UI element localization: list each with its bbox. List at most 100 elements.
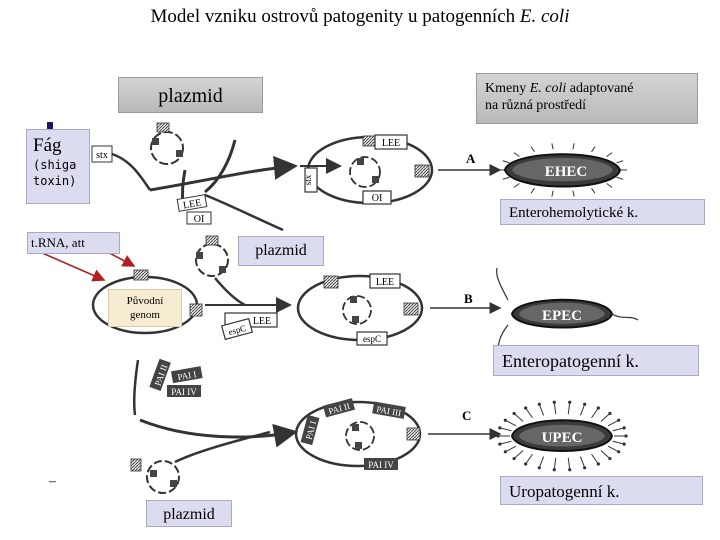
ehec-spike xyxy=(606,183,613,188)
epec-label: EPEC xyxy=(542,308,582,324)
pilus-line xyxy=(553,457,557,470)
stx-label: stx xyxy=(96,150,108,161)
enteropatogenni-text: Enteropatogenní k. xyxy=(502,351,639,371)
toxin-text: toxin) xyxy=(33,174,77,188)
pilus-line xyxy=(538,404,545,416)
pai-i-label-1: PAI I xyxy=(177,369,197,382)
kmeny-text-line2: na různá prostředí xyxy=(485,98,587,113)
dash-mark: – xyxy=(49,474,56,490)
pilus-line xyxy=(538,456,545,468)
lee-label-a: LEE xyxy=(382,138,400,149)
pilus-line xyxy=(513,450,524,459)
pilus-line xyxy=(567,457,571,470)
ehec-spike xyxy=(572,190,575,197)
upec-cell: UPEC xyxy=(496,400,628,472)
plazmid-mid-text: plazmid xyxy=(255,242,307,259)
title-italic-text: E. coli xyxy=(519,6,570,27)
enteropatogenni-label: Enteropatogenní k. xyxy=(493,345,699,376)
pilus-line xyxy=(607,419,619,427)
oi-label-1: OI xyxy=(194,214,205,225)
fag-label: Fág (shiga toxin) xyxy=(26,129,90,204)
pilus-line xyxy=(525,407,533,419)
phage-group: stx LEE OI xyxy=(91,122,342,232)
pilus-line xyxy=(579,456,586,468)
kmeny-text-a: Kmeny xyxy=(485,81,530,96)
ehec-spike xyxy=(606,152,613,157)
pai-iii-label-c: PAI III xyxy=(376,404,402,418)
ehec-spike xyxy=(616,176,624,180)
uropatogenni-text: Uropatogenní k. xyxy=(509,482,620,501)
pilus-line xyxy=(612,427,625,432)
plazmid-bottom-text: plazmid xyxy=(163,506,215,523)
ehec-spike xyxy=(502,160,510,164)
pilus-line xyxy=(499,427,512,432)
red-arrow-1 xyxy=(39,251,106,282)
plazmid-top-text: plazmid xyxy=(158,85,223,107)
pai-ii-label-c: PAI II xyxy=(327,401,351,416)
pilus-line xyxy=(591,407,599,419)
genome-c: PAI II PAI III PAI I PAI IV C xyxy=(294,398,502,470)
espc-label-1: espC xyxy=(227,323,247,337)
ehec-spike xyxy=(530,146,535,153)
pai-i-label-c: PAI I xyxy=(304,420,319,441)
title-text: Model vzniku ostrovů patogenity u patoge… xyxy=(150,6,520,27)
pilus-line xyxy=(612,440,625,445)
enterohemolyticke-label: Enterohemolytické k. xyxy=(500,199,705,225)
ehec-spike xyxy=(591,146,596,153)
trna-text: t.RNA, att xyxy=(31,235,85,250)
ehec-spike xyxy=(513,152,520,157)
pilus-line xyxy=(607,445,619,453)
plasmid-mid-group xyxy=(195,235,246,307)
stx-label-a: stx xyxy=(303,174,313,185)
kmeny-label: Kmeny E. coli adaptované na různá prostř… xyxy=(476,73,698,124)
lee-label-1: LEE xyxy=(182,197,202,211)
puvodni-text: Původní xyxy=(126,295,164,307)
ehec-spike xyxy=(513,183,520,188)
ehec-spike xyxy=(551,190,554,197)
fag-text: Fág xyxy=(33,135,62,156)
pilus-line xyxy=(505,419,517,427)
original-genome: LEE espC xyxy=(91,269,292,341)
pilus-line xyxy=(600,413,611,422)
uropatogenni-label: Uropatogenní k. xyxy=(500,476,703,505)
trna-label: t.RNA, att xyxy=(27,232,120,254)
lee-label-2: LEE xyxy=(253,316,271,327)
enterohemolyticke-text: Enterohemolytické k. xyxy=(509,205,639,221)
genom-text: genom xyxy=(130,309,160,321)
lee-label-b: LEE xyxy=(376,277,394,288)
page-title: Model vzniku ostrovů patogenity u patoge… xyxy=(0,6,720,28)
pilus-line xyxy=(553,402,557,415)
upec-label: UPEC xyxy=(542,430,583,446)
ehec-label: EHEC xyxy=(545,164,588,180)
letter-b: B xyxy=(464,291,473,306)
plazmid-mid-label: plazmid xyxy=(238,236,324,266)
dash-text: – xyxy=(49,474,56,489)
pai-ii-label-1: PAI II xyxy=(153,363,170,387)
pilus-line xyxy=(525,453,533,465)
pilus-line xyxy=(579,404,586,416)
plazmid-bottom-label: plazmid xyxy=(146,500,232,527)
pilus-line xyxy=(600,450,611,459)
genome-b: LEE espC B xyxy=(296,273,502,346)
ehec-spike xyxy=(551,143,554,150)
espc-label-b: espC xyxy=(363,334,381,344)
ehec-spike xyxy=(530,187,535,194)
oi-label-a: OI xyxy=(372,193,383,204)
ehec-spike xyxy=(572,143,575,150)
pai-stack: PAI II PAI I PAI IV xyxy=(132,358,298,448)
plasmid-bottom-group xyxy=(130,430,271,494)
ehec-cell: EHEC xyxy=(499,143,627,197)
epec-cell: EPEC xyxy=(495,267,639,353)
shiga-text: (shiga xyxy=(33,158,77,172)
plazmid-top-label: plazmid xyxy=(118,77,263,113)
puvodni-genom-label: Původní genom xyxy=(108,289,182,327)
pilus-line xyxy=(499,440,512,445)
letter-c: C xyxy=(462,408,471,423)
kmeny-italic: E. coli xyxy=(529,81,567,96)
pilus-line xyxy=(513,413,524,422)
genome-a: LEE stx OI A xyxy=(303,134,502,205)
pilus-line xyxy=(567,402,571,415)
pai-iv-label-c: PAI IV xyxy=(368,460,394,470)
kmeny-text-b: adaptované xyxy=(566,81,634,96)
